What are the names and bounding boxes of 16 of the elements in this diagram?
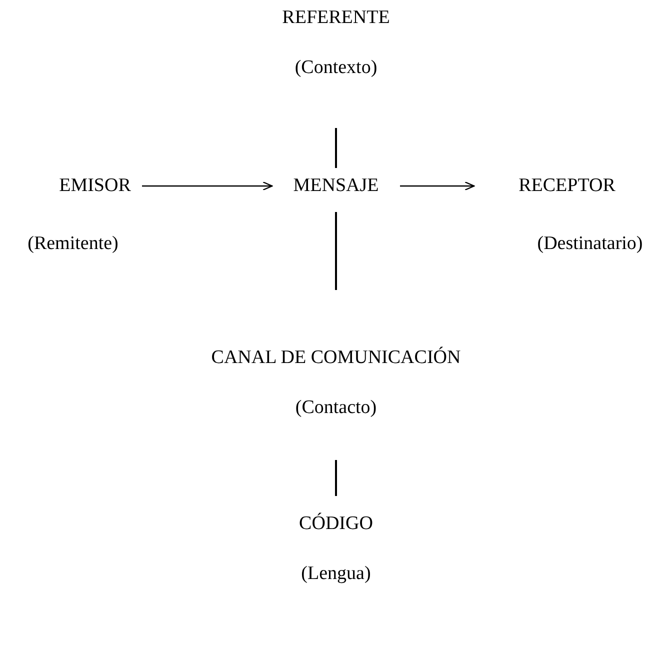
node-title: RECEPTOR [518, 174, 616, 198]
node-title: CANAL DE COMUNICACIÓN [211, 346, 461, 370]
connector-line [335, 460, 337, 496]
arrow [142, 181, 273, 191]
connector-line [335, 128, 337, 168]
node-subtitle: (Lengua) [301, 562, 371, 586]
node-subtitle: (Contacto) [295, 396, 377, 420]
node-title: REFERENTE [282, 6, 390, 30]
node-title: EMISOR [59, 174, 131, 198]
connector-line [335, 212, 337, 290]
node-subtitle: (Destinatario) [537, 232, 643, 256]
node-title: CÓDIGO [299, 512, 373, 536]
arrow [400, 181, 475, 191]
node-subtitle: (Remitente) [28, 232, 118, 256]
node-subtitle: (Contexto) [294, 56, 378, 80]
node-title: MENSAJE [293, 174, 379, 198]
